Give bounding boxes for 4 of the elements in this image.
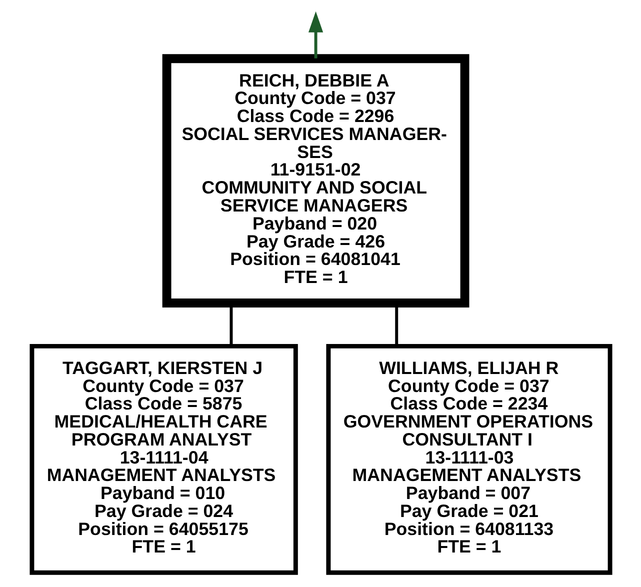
node-box: REICH, DEBBIE A County Code = 037 Class Code = 2296 SOCIAL SERVICES MANAGER-SES 11-9151-02 COMMUNITY AND SOCIAL SERVICE MANAGERS Payband = 020 Pay Grade = 426 Position = 64081041 FTE = 1 [162,54,469,308]
arrow [308,11,323,58]
node-box: TAGGART, KIERSTEN J County Code = 037 Class Code = 5875 MEDICAL/HEALTH CARE PROGRAM ANALYST 13-1111-04 MANAGEMENT ANALYSTS Payband = 010 Pay Grade = 024 Position = 64055175 FTE = 1 [29,344,298,575]
node-box: WILLIAMS, ELIJAH R County Code = 037 Class Code = 2234 GOVERNMENT OPERATIONS CONSULTANT I 13-1111-03 MANAGEMENT ANALYSTS Payband = 007 Pay Grade = 021 Position = 64081133 FTE = 1 [326,344,612,575]
